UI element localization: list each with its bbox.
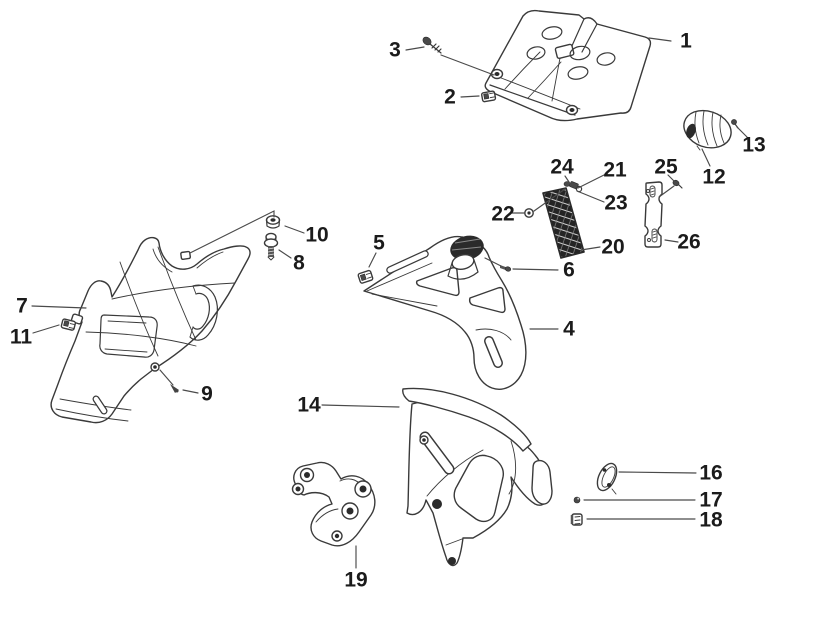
callout-number-4: 4 [563,318,575,341]
part-19-fork-bracket [291,461,376,547]
part-14-front-mudguard [402,387,553,567]
part-9-screw [170,384,179,393]
leader-line-26 [664,239,679,243]
screw-9-to-undertail-line [159,369,174,386]
callout-number-16: 16 [699,462,722,485]
leader-line-7 [31,305,87,309]
leader-line-25 [667,174,675,182]
callout-number-22: 22 [491,203,514,226]
part-3-screw [422,36,442,54]
part-18-clip-nut [570,513,583,526]
screw-6-to-hinge-line [484,257,502,267]
part-20-grille [542,187,585,259]
callout-number-8: 8 [293,252,305,275]
leader-line-3 [405,46,425,51]
part-6-screw [500,265,512,272]
nut-22-to-bolt-line [533,188,566,212]
callout-number-17: 17 [699,489,722,512]
leader-line-16 [618,471,697,474]
part-7-undertail-fairing [50,236,251,424]
callout-number-3: 3 [389,39,401,62]
part-22-nut [524,208,534,218]
leader-line-5 [368,252,377,268]
leader-line-6 [512,268,559,271]
callout-number-7: 7 [16,295,28,318]
leader-lines [31,37,748,569]
leader-line-1 [648,37,672,42]
callout-number-20: 20 [601,236,624,259]
callout-number-23: 23 [604,192,627,215]
leader-line-8 [278,249,292,259]
callout-number-10: 10 [305,224,328,247]
leader-line-13 [736,126,748,138]
leader-line-14 [321,404,400,408]
leader-line-9 [182,389,199,394]
cover-hole [567,66,589,80]
callout-number-1: 1 [680,30,692,53]
part-12-end-cap [683,109,732,151]
callout-number-18: 18 [699,509,723,532]
leader-line-11 [32,324,60,334]
part-1-top-cover [484,9,652,122]
callout-number-6: 6 [563,259,575,282]
callout-number-21: 21 [603,159,627,182]
part-25-screw [672,179,683,189]
callout-number-13: 13 [742,134,765,157]
part-4-rear-mudguard [363,235,527,390]
leader-line-10 [284,225,305,234]
part-2-clip [481,90,497,103]
callout-number-24: 24 [550,156,574,179]
leader-line-12 [701,148,711,167]
callout-number-12: 12 [702,166,725,189]
part-17-rivet [573,496,581,504]
callout-number-26: 26 [677,231,700,254]
part-26-support-bracket [644,181,663,248]
callout-number-14: 14 [297,394,321,417]
cover-hole [541,26,563,40]
nut-10-to-undertail-line [189,210,275,254]
parts-artwork [50,9,739,567]
callout-number-11: 11 [10,326,33,349]
cover-hole [596,52,616,66]
leader-line-24 [564,175,572,186]
screw-3-to-cover-line [440,54,495,76]
callout-number-5: 5 [373,232,385,255]
part-8-bolt [263,232,279,261]
leader-line-2 [460,95,480,98]
cover-hole [569,45,591,61]
callout-number-9: 9 [201,383,213,406]
leader-line-21 [577,174,605,189]
part-16-reflector [596,462,618,495]
callout-number-2: 2 [444,86,456,109]
callout-number-19: 19 [344,569,367,592]
screw-25-to-bracket-line [658,185,675,198]
part-10-flange-nut [265,215,281,229]
callout-number-25: 25 [654,156,678,179]
cover-hole [526,46,546,60]
part-11-clip [60,318,77,331]
leader-line-23 [576,190,605,203]
part-5-clip [357,269,374,284]
leader-line-20 [580,246,601,251]
